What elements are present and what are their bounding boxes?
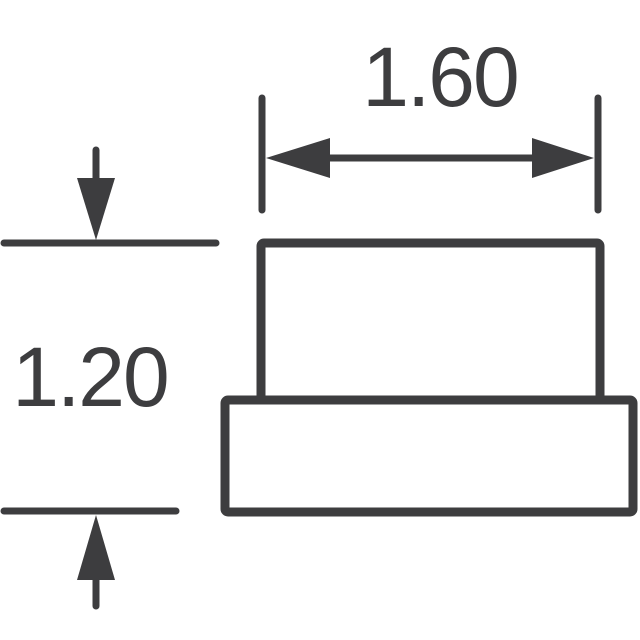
height-label: 1.20 [12, 330, 168, 424]
width-arrow-right-icon [532, 138, 594, 178]
width-dimension: 1.60 [258, 30, 602, 214]
component-base [220, 395, 638, 517]
height-arrow-bottom-icon [77, 515, 115, 580]
width-arrow-left-icon [266, 138, 330, 178]
component-top-body [256, 238, 605, 408]
height-arrow-top-icon [77, 178, 115, 240]
height-dimension: 1.20 [0, 146, 220, 610]
component-outline [220, 238, 638, 517]
width-label: 1.60 [362, 30, 518, 124]
